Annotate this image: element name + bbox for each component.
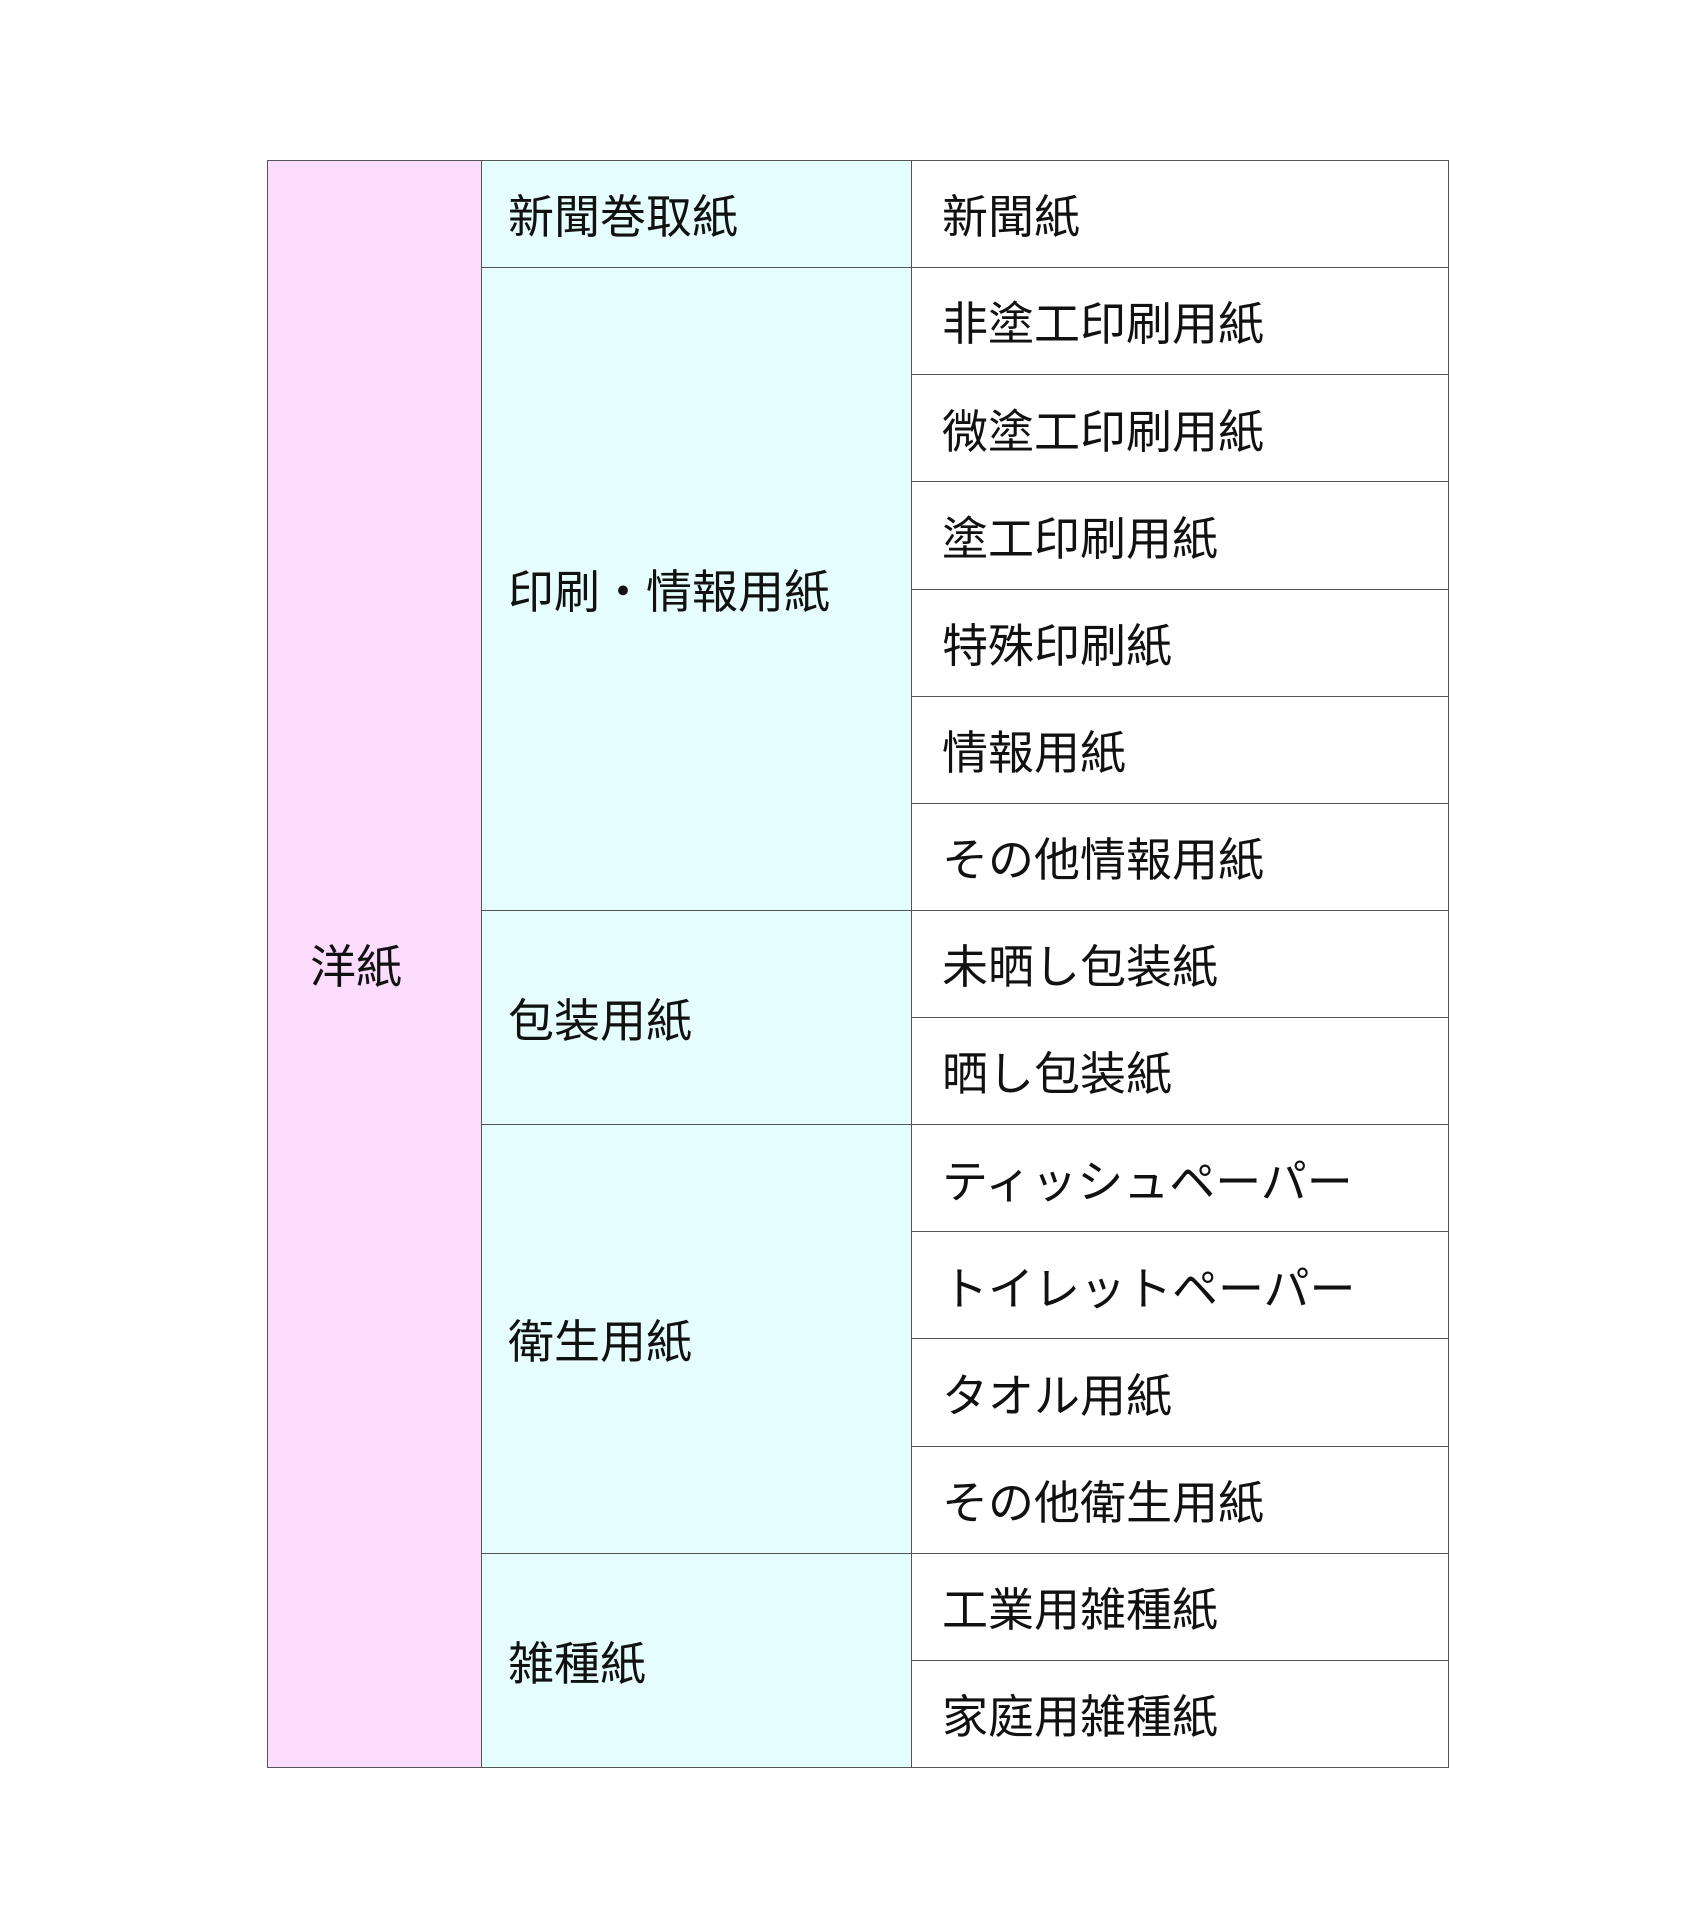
paper-classification-table: 洋紙 新聞巻取紙新聞紙印刷・情報用紙非塗工印刷用紙微塗工印刷用紙塗工印刷用紙特殊… [267, 160, 1449, 1769]
group-cell: 雑種紙 [481, 1552, 913, 1769]
item-cell: 特殊印刷紙 [911, 588, 1449, 698]
item-cell: 工業用雑種紙 [911, 1552, 1449, 1662]
item-cell: ティッシュペーパー [911, 1124, 1449, 1233]
item-cell: その他衛生用紙 [911, 1445, 1449, 1555]
item-cell: 晒し包装紙 [911, 1017, 1449, 1126]
group-cell: 印刷・情報用紙 [481, 267, 913, 912]
item-cell: 新聞紙 [911, 160, 1449, 269]
group-cell: 新聞巻取紙 [481, 160, 913, 269]
item-cell: その他情報用紙 [911, 802, 1449, 912]
group-cell: 包装用紙 [481, 909, 913, 1126]
root-category-cell: 洋紙 [267, 160, 483, 1769]
item-cell: 非塗工印刷用紙 [911, 267, 1449, 376]
item-cell: 未晒し包装紙 [911, 909, 1449, 1019]
item-cell: 情報用紙 [911, 695, 1449, 805]
item-cell: 家庭用雑種紙 [911, 1659, 1449, 1769]
item-cell: トイレットペーパー [911, 1231, 1449, 1340]
item-cell: 微塗工印刷用紙 [911, 374, 1449, 483]
item-cell: タオル用紙 [911, 1338, 1449, 1448]
item-cell: 塗工印刷用紙 [911, 481, 1449, 591]
group-cell: 衛生用紙 [481, 1124, 913, 1555]
